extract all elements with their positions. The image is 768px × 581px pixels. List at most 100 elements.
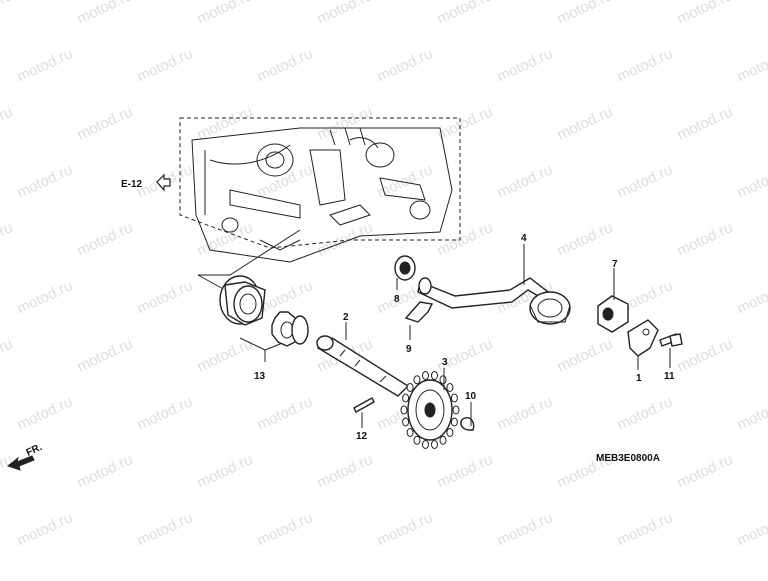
- watermark-text: motod.ru: [255, 161, 316, 201]
- callout-4: 4: [521, 233, 527, 244]
- watermark-text: motod.ru: [735, 393, 768, 433]
- callout-7: 7: [612, 259, 618, 270]
- front-label: FR.: [25, 442, 44, 459]
- gear-tooth: [450, 393, 458, 403]
- watermark-text: motod.ru: [675, 451, 736, 491]
- watermark-text: motod.ru: [555, 335, 616, 375]
- watermark-text: motod.ru: [495, 509, 556, 549]
- callouts: 1 2 3 4 7 8 9 10 11 12 13: [254, 233, 675, 442]
- gear-tooth: [450, 417, 458, 427]
- watermark-text: motod.ru: [195, 451, 256, 491]
- watermark-text: motod.ru: [435, 0, 496, 28]
- callout-1: 1: [636, 373, 642, 384]
- callout-8: 8: [394, 294, 400, 305]
- gear-tooth: [406, 428, 414, 437]
- watermark-text: motod.ru: [135, 277, 196, 317]
- gear-tooth: [452, 405, 460, 415]
- gear-tooth: [422, 440, 429, 449]
- watermark-text: motod.ru: [495, 161, 556, 201]
- crankcase-outline: [179, 117, 461, 263]
- driven-gear: [400, 371, 460, 449]
- gear-tooth: [406, 383, 414, 392]
- reference-label: E-12: [121, 179, 143, 190]
- pipe-clamp: [404, 301, 434, 323]
- watermark-text: motod.ru: [0, 451, 15, 491]
- oil-seal: [394, 255, 416, 281]
- gear-tooth: [446, 383, 454, 392]
- watermark-text: motod.ru: [375, 509, 436, 549]
- watermark-text: motod.ru: [735, 277, 768, 317]
- gear-tooth: [439, 435, 447, 445]
- watermark-text: motod.ru: [315, 219, 376, 259]
- watermark-text: motod.ru: [75, 451, 136, 491]
- watermark-text: motod.ru: [675, 335, 736, 375]
- gear-tooth: [402, 393, 410, 403]
- watermark-text: motod.ru: [75, 0, 136, 28]
- watermark-text: motod.ru: [555, 103, 616, 143]
- reference-e12[interactable]: E-12: [121, 173, 171, 192]
- watermark-text: motod.ru: [15, 277, 76, 317]
- watermark-text: motod.ru: [555, 219, 616, 259]
- watermark-text: motod.ru: [315, 103, 376, 143]
- watermark-text: motod.ru: [15, 45, 76, 85]
- watermark-text: motod.ru: [675, 103, 736, 143]
- gear-tooth: [402, 417, 410, 427]
- watermark-text: motod.ru: [75, 103, 136, 143]
- watermark-text: motod.ru: [615, 45, 676, 85]
- watermark-text: motod.ru: [315, 451, 376, 491]
- callout-3: 3: [442, 357, 448, 368]
- watermark-text: motod.ru: [435, 103, 496, 143]
- watermark-text: motod.ru: [555, 0, 616, 28]
- watermark-text: motod.ru: [615, 161, 676, 201]
- leader-lines: [345, 244, 671, 428]
- watermark-text: motod.ru: [0, 0, 15, 28]
- watermark-text: motod.ru: [15, 161, 76, 201]
- watermark-text: motod.ru: [195, 0, 256, 28]
- callout-10: 10: [465, 391, 477, 402]
- pump-shaft: [316, 335, 410, 397]
- watermark-text: motod.ru: [375, 45, 436, 85]
- watermark-text: motod.ru: [255, 509, 316, 549]
- oil-pipe: [417, 277, 571, 325]
- watermark-text: motod.ru: [75, 219, 136, 259]
- arrow-front-icon: [6, 455, 35, 471]
- watermark-text: motod.ru: [0, 335, 15, 375]
- watermark-text: motod.ru: [735, 161, 768, 201]
- watermark-text: motod.ru: [0, 219, 15, 259]
- watermark-text: motod.ru: [435, 451, 496, 491]
- flange-bolt: [659, 333, 683, 347]
- gear-tooth: [439, 375, 447, 385]
- gear-tooth: [422, 371, 429, 380]
- watermark-text: motod.ru: [135, 393, 196, 433]
- circlip: [460, 417, 475, 431]
- watermark-text: motod.ru: [0, 103, 15, 143]
- watermark-layer: motod.ru motod.ru motod.ru motod.ru motod.ru…: [0, 0, 768, 550]
- gear-tooth: [431, 440, 438, 449]
- front-direction-indicator: FR.: [6, 442, 44, 471]
- gear-tooth: [413, 435, 421, 445]
- watermark-text: motod.ru: [135, 509, 196, 549]
- gear-tooth: [446, 428, 454, 437]
- diagram-code: MEB3E0800A: [596, 453, 660, 464]
- watermark-text: motod.ru: [735, 509, 768, 549]
- setting-plate: [627, 319, 659, 357]
- gear-tooth: [431, 371, 438, 380]
- watermark-text: motod.ru: [615, 509, 676, 549]
- callout-13: 13: [254, 371, 266, 382]
- watermark-text: motod.ru: [15, 393, 76, 433]
- callout-11: 11: [664, 371, 675, 382]
- watermark-text: motod.ru: [195, 103, 256, 143]
- callout-2: 2: [343, 312, 349, 323]
- watermark-text: motod.ru: [495, 393, 556, 433]
- watermark-text: motod.ru: [435, 219, 496, 259]
- watermark-text: motod.ru: [15, 509, 76, 549]
- watermark-text: motod.ru: [375, 161, 436, 201]
- callout-12: 12: [356, 431, 368, 442]
- watermark-text: motod.ru: [495, 45, 556, 85]
- watermark-text: motod.ru: [75, 335, 136, 375]
- outer-rotor: [219, 275, 266, 326]
- gear-tooth: [400, 405, 408, 415]
- watermark-text: motod.ru: [315, 0, 376, 28]
